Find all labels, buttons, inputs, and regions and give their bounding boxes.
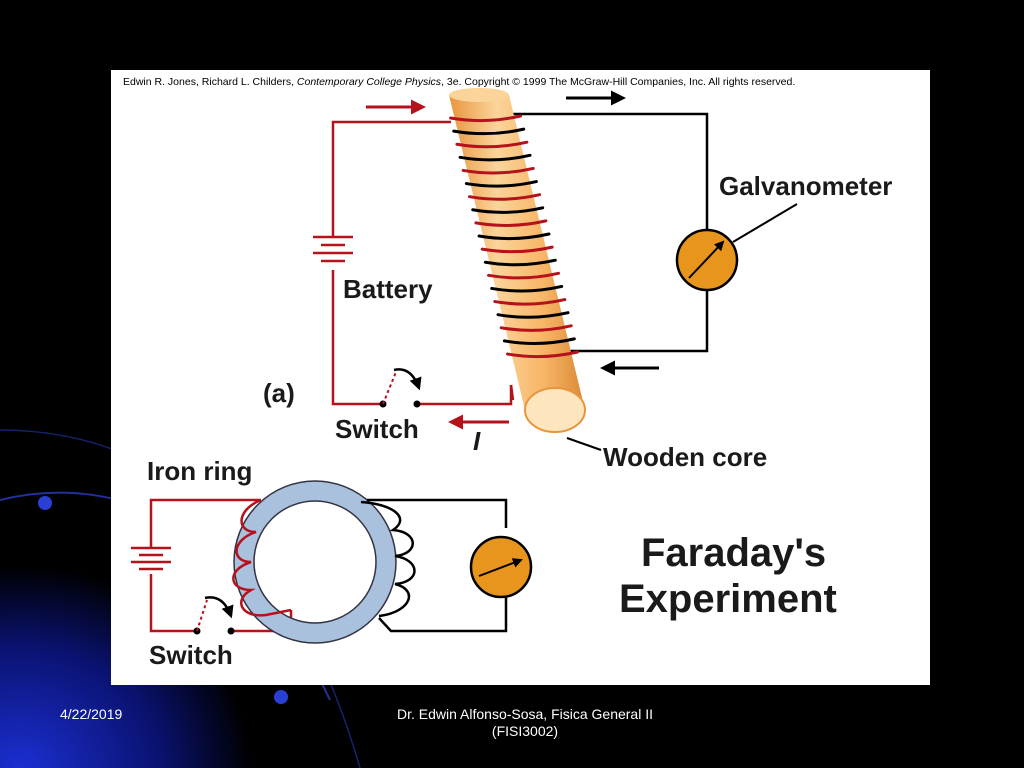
wooden-core-label: Wooden core bbox=[603, 442, 767, 472]
coil-winding bbox=[487, 271, 561, 280]
coil-winding bbox=[493, 298, 567, 306]
coil-winding bbox=[496, 311, 570, 319]
figure-credit: Edwin R. Jones, Richard L. Childers, Con… bbox=[123, 76, 795, 88]
faraday-figure: Edwin R. Jones, Richard L. Childers, Con… bbox=[111, 70, 930, 685]
coil-winding bbox=[474, 219, 548, 227]
iron-ring bbox=[233, 480, 397, 644]
battery-symbol-b bbox=[131, 546, 171, 571]
coil-winding bbox=[449, 114, 523, 123]
credit-authors: Edwin R. Jones, Richard L. Childers, bbox=[123, 76, 297, 88]
switch-b bbox=[193, 596, 235, 635]
wooden-core bbox=[449, 88, 586, 433]
credit-rest: , 3e. Copyright © 1999 The McGraw-Hill C… bbox=[441, 76, 795, 88]
current-label: I bbox=[473, 426, 481, 456]
coil-winding bbox=[477, 232, 551, 241]
switch-top-label: Switch bbox=[335, 414, 419, 444]
galvanometer-label: Galvanometer bbox=[719, 171, 892, 201]
wooden-core-pointer bbox=[566, 437, 602, 451]
coil-winding bbox=[468, 193, 542, 201]
part-a-label: (a) bbox=[263, 378, 295, 408]
switch-a bbox=[379, 368, 422, 408]
coil-winding bbox=[502, 337, 576, 345]
coil-winding bbox=[455, 140, 529, 149]
switch-bottom-label: Switch bbox=[149, 640, 233, 670]
galvanometer-b bbox=[469, 535, 533, 599]
coil-winding bbox=[461, 166, 535, 175]
core-coil bbox=[449, 114, 579, 359]
coil-winding bbox=[458, 153, 532, 162]
battery-label: Battery bbox=[343, 274, 433, 304]
coil-winding bbox=[490, 284, 564, 293]
footer-author: Dr. Edwin Alfonso-Sosa, Fisica General I… bbox=[380, 706, 670, 740]
footer-author-line2: (FISI3002) bbox=[491, 723, 559, 739]
coil-winding bbox=[483, 258, 557, 267]
battery-symbol-a bbox=[313, 235, 353, 263]
iron-ring-label: Iron ring bbox=[147, 456, 252, 486]
title-line1: Faraday's bbox=[641, 531, 826, 575]
galvanometer-a bbox=[675, 203, 798, 292]
coil-winding bbox=[480, 245, 554, 254]
footer-date: 4/22/2019 bbox=[60, 706, 123, 722]
coil-winding bbox=[471, 206, 545, 214]
secondary-coil-b bbox=[360, 498, 508, 633]
secondary-circuit-a bbox=[511, 112, 709, 353]
coil-winding bbox=[464, 180, 538, 188]
coil-winding bbox=[452, 127, 526, 136]
coil-winding bbox=[505, 350, 579, 359]
faraday-diagram: Edwin R. Jones, Richard L. Childers, Con… bbox=[123, 76, 892, 670]
primary-coil-b bbox=[232, 498, 292, 617]
coil-winding bbox=[499, 324, 573, 332]
footer-author-line1: Dr. Edwin Alfonso-Sosa, Fisica General I… bbox=[397, 706, 653, 722]
credit-book: Contemporary College Physics bbox=[297, 76, 442, 88]
title-line2: Experiment bbox=[619, 577, 837, 621]
